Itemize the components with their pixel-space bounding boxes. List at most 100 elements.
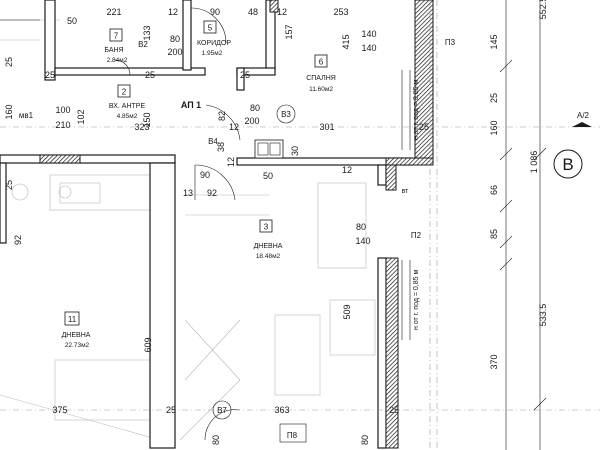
- dim-150: 150: [142, 112, 152, 127]
- dim-253: 253: [333, 7, 348, 17]
- dim-301: 301: [319, 122, 334, 132]
- dim-25i: 25: [4, 180, 14, 190]
- tag-b4: B4: [208, 137, 218, 146]
- dim-221: 221: [106, 7, 121, 17]
- room-3-area: 18.48м2: [256, 253, 281, 260]
- structural-walls: [39, 0, 434, 449]
- height-notes: н от г. под = 0,85 м н от г. под = 0,85 …: [413, 80, 420, 330]
- room-11-number: 11: [68, 315, 77, 324]
- dim-200b: 200: [244, 116, 259, 126]
- room-2-name: ВХ. АНТРЕ: [109, 103, 146, 110]
- dim-90b: 90: [200, 170, 210, 180]
- dim-12b: 12: [277, 7, 287, 17]
- windows: [254, 70, 411, 340]
- dim-80b: 80: [250, 103, 260, 113]
- room-6-area: 11.60м2: [309, 86, 333, 93]
- room-labels: 7 БАНЯ 2.84м2 5 КОРИДОР 1.95м2 6 СПАЛНЯ …: [62, 24, 336, 350]
- dim-12e: 12: [226, 157, 236, 167]
- dim-1086: 1 086: [529, 151, 539, 174]
- room-2-area: 4.85м2: [117, 113, 138, 120]
- grid-bubble: B: [553, 149, 583, 179]
- room-6-number: 6: [319, 58, 324, 67]
- dimension-numbers-vertical: 552.5 133 157 145 415 25 25 160 102 150 …: [4, 0, 548, 445]
- dim-133: 133: [142, 25, 152, 40]
- unit-label: АП 1: [181, 100, 201, 110]
- room-7-number: 7: [114, 32, 119, 41]
- dim-609: 609: [143, 337, 153, 352]
- dim-363: 363: [274, 405, 289, 415]
- dim-509: 509: [342, 304, 352, 319]
- note-upper: н от г. под = 0,85 м: [413, 80, 420, 140]
- dim-90a: 90: [210, 7, 220, 17]
- room-3-number: 3: [264, 223, 269, 232]
- dim-50: 50: [67, 16, 77, 26]
- dim-210: 210: [55, 120, 70, 130]
- dim-92a: 92: [207, 188, 217, 198]
- section-marker: A/2: [572, 111, 592, 127]
- dim-140b: 140: [361, 43, 376, 53]
- dim-82: 82: [217, 111, 227, 121]
- opening-tags: B2 B3 B4 B7 П2 П3 П8 мв1 вт: [19, 38, 456, 443]
- dim-415: 415: [341, 34, 351, 49]
- dim-323: 323: [134, 122, 149, 132]
- dimension-lines: [0, 0, 547, 450]
- dim-50b: 50: [263, 171, 273, 181]
- dim-30: 30: [290, 146, 300, 156]
- dim-370: 370: [489, 354, 499, 369]
- dim-25b: 25: [145, 70, 155, 80]
- dim-157: 157: [284, 24, 294, 39]
- door-swings: [114, 7, 241, 441]
- room-5-name: КОРИДОР: [197, 40, 231, 47]
- dim-92b: 92: [13, 235, 23, 245]
- dim-80a: 80: [170, 34, 180, 44]
- dim-12c: 12: [229, 122, 239, 132]
- dimension-numbers: 221 12 48 12 253 50 140 140 90 80 200 25…: [45, 7, 429, 415]
- walls: [0, 0, 413, 449]
- room-11-name: ДНЕВНА: [62, 332, 91, 339]
- grid-label: B: [562, 155, 573, 174]
- tag-p8: П8: [287, 431, 298, 440]
- tag-b2: B2: [138, 40, 148, 49]
- dim-25e: 25: [166, 405, 176, 415]
- dim-140a: 140: [361, 29, 376, 39]
- dim-66: 66: [489, 185, 499, 195]
- tag-p2: П2: [411, 231, 422, 240]
- dim-13: 13: [183, 188, 193, 198]
- dim-533-5: 533.5: [538, 304, 548, 327]
- tag-b7: B7: [217, 406, 227, 415]
- dim-160a: 160: [4, 104, 14, 119]
- room-5-number: 5: [208, 24, 213, 33]
- room-7-name: БАНЯ: [104, 47, 123, 54]
- note-lower: н от г. под = 0,85 м: [413, 270, 420, 330]
- room-5-area: 1.95м2: [202, 50, 223, 57]
- dim-80e: 80: [360, 435, 370, 445]
- dim-552-5: 552.5: [538, 0, 548, 19]
- dim-102: 102: [76, 109, 86, 124]
- room-11-area: 22.73м2: [65, 342, 90, 349]
- dim-100: 100: [55, 105, 70, 115]
- dim-25h: 25: [489, 93, 499, 103]
- furniture-lines: [0, 19, 376, 441]
- tag-b3: B3: [281, 110, 291, 119]
- dim-85: 85: [489, 229, 499, 239]
- dim-25f: 25: [389, 405, 399, 415]
- dim-375: 375: [52, 405, 67, 415]
- dim-160b: 160: [489, 120, 499, 135]
- room-7-area: 2.84м2: [107, 57, 128, 64]
- dim-25c: 25: [240, 70, 250, 80]
- dim-25g: 25: [4, 57, 14, 67]
- tag-mv1: мв1: [19, 111, 34, 120]
- section-label: A/2: [577, 111, 590, 120]
- room-number-boxes: [64, 20, 328, 326]
- room-2-number: 2: [122, 88, 127, 97]
- dim-12d: 12: [342, 165, 352, 175]
- dim-38: 38: [216, 142, 226, 152]
- dim-12a: 12: [168, 7, 178, 17]
- tag-p3: П3: [445, 38, 456, 47]
- dim-25d: 25: [419, 122, 429, 132]
- room-3-name: ДНЕВНА: [254, 243, 283, 250]
- dim-140c: 140: [355, 236, 370, 246]
- dim-80c: 80: [356, 222, 366, 232]
